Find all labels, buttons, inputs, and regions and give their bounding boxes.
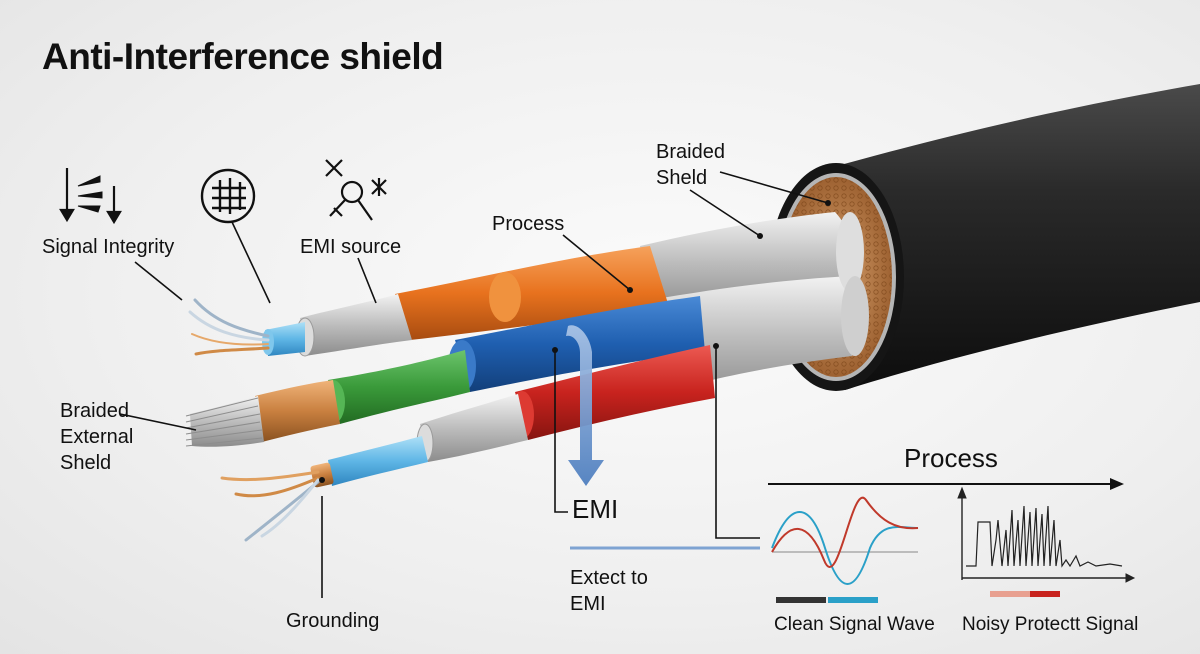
clean-signal-chart: [771, 496, 919, 585]
emi-label: EMI: [572, 494, 619, 524]
green-conductor: [328, 350, 470, 424]
extect-to-emi-label: Extect to EMI: [570, 567, 648, 615]
red-conductor: [515, 345, 715, 440]
noisy-signal-chart: [957, 486, 1136, 583]
process-top-label: Process: [492, 213, 565, 235]
emi-source-icon: [325, 159, 387, 221]
signal-integrity-icon: [59, 168, 122, 225]
leader-lines: [119, 171, 829, 598]
emi-source-label: EMI source: [300, 236, 402, 258]
grounding-label: Grounding: [286, 610, 380, 632]
braided-sheld-label: Braided Sheld: [656, 141, 725, 189]
shield-grid-icon: [200, 168, 256, 224]
emi-arrow: [566, 325, 604, 486]
signal-integrity-label: Signal Integrity: [42, 236, 175, 258]
page-title: Anti-Interference shield: [42, 36, 444, 77]
process-right-label: Process: [904, 443, 998, 473]
clean-signal-label: Clean Signal Wave: [774, 614, 935, 635]
outer-jacket: [830, 84, 1200, 390]
braided-external-sheld-label: Braided External Sheld: [60, 400, 134, 474]
noisy-signal-label: Noisy Protectt Signal: [962, 614, 1139, 635]
